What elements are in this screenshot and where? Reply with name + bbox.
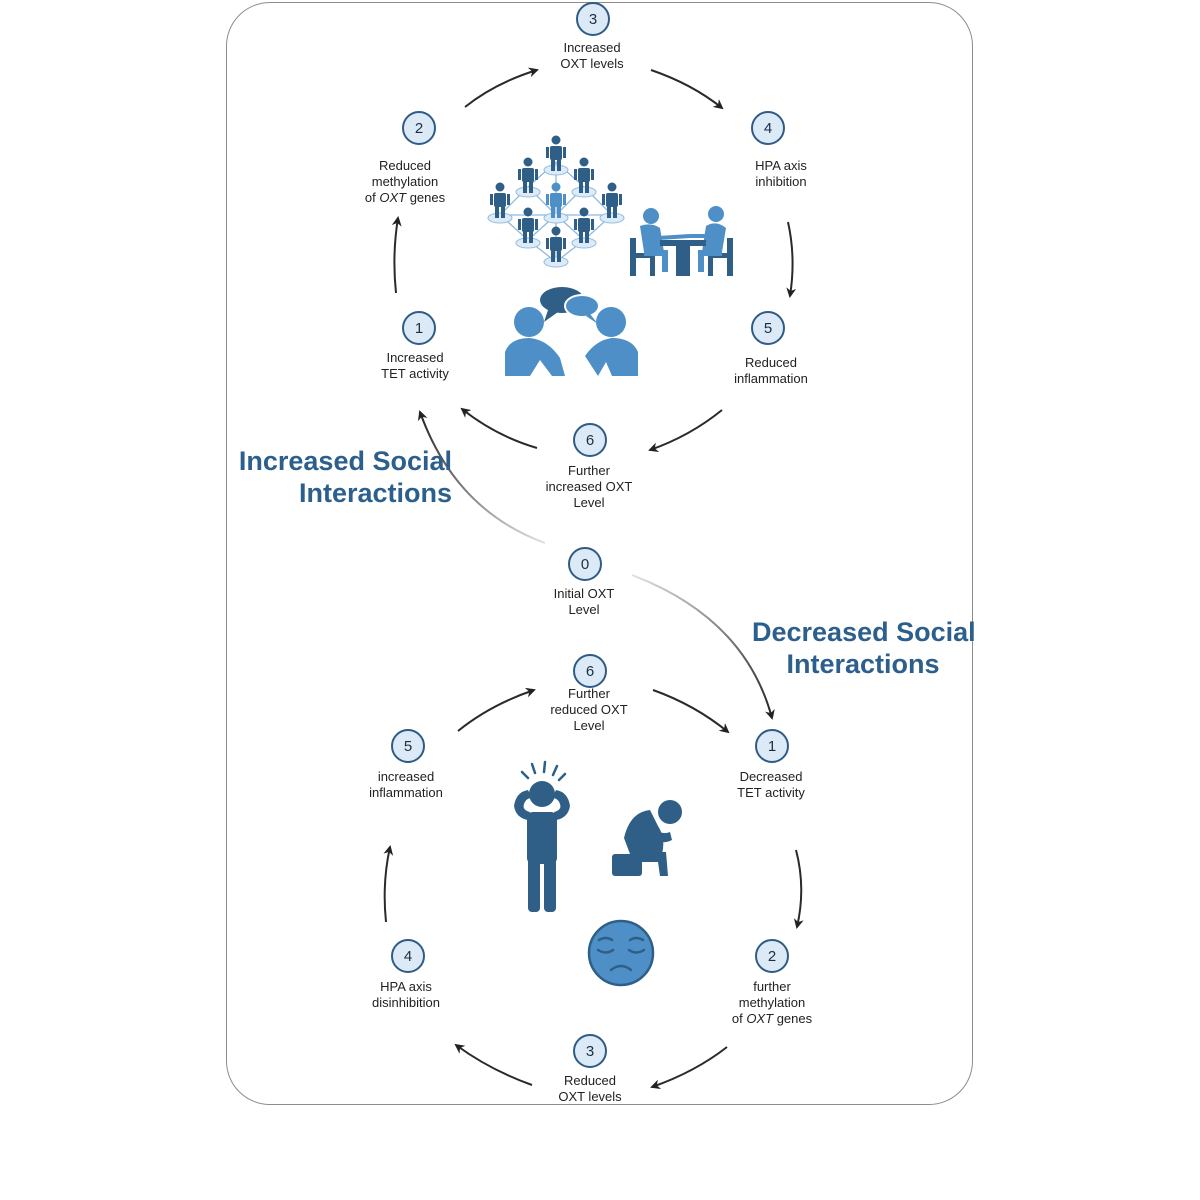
- upper-step-label-3: Increased OXT levels: [517, 40, 667, 72]
- lower-step-label-6: Further reduced OXT Level: [514, 686, 664, 734]
- label-line: inflammation: [369, 785, 443, 800]
- label-text: of: [731, 1011, 747, 1026]
- upper-step-badge-6: 6: [573, 423, 607, 457]
- arrow-u2-u3: [464, 67, 539, 108]
- label-line: Further: [568, 686, 610, 701]
- label-line: Increased: [563, 40, 621, 55]
- upper-cycle-arrows: [391, 67, 797, 453]
- gene-name: OXT: [379, 190, 407, 205]
- label-line: disinhibition: [372, 995, 440, 1010]
- lower-step-label-4: HPA axis disinhibition: [331, 979, 481, 1011]
- arrow-u1-u2: [391, 216, 402, 294]
- conversation-icon: [505, 287, 638, 376]
- label-line: Reduced: [378, 158, 432, 173]
- arrow-u3-u4: [650, 69, 724, 110]
- upper-step-badge-5: 5: [751, 311, 785, 345]
- arrow-initial-to-upper: [417, 410, 546, 544]
- label-line: HPA axis: [755, 158, 807, 173]
- title-line: Increased Social: [238, 446, 452, 476]
- upper-step-label-6: Further increased OXT Level: [514, 463, 664, 511]
- label-line: Decreased: [739, 769, 803, 784]
- decreased-social-interactions-title: Decreased Social Interactions: [752, 616, 976, 680]
- people-at-table-icon: [630, 206, 733, 276]
- label-line: TET activity: [381, 366, 449, 381]
- stressed-person-icon: [514, 760, 570, 912]
- label-line: of OXT genes: [330, 190, 480, 206]
- label-text: of: [364, 190, 380, 205]
- lower-step-badge-1: 1: [755, 729, 789, 763]
- title-line: Interactions: [786, 649, 940, 679]
- lower-step-label-1: Decreased TET activity: [696, 769, 846, 801]
- arrow-l6-l1: [652, 689, 730, 734]
- label-line: TET activity: [737, 785, 805, 800]
- label-line: inflammation: [734, 371, 808, 386]
- arrow-l5-l6: [457, 687, 536, 732]
- upper-step-label-5: Reduced inflammation: [696, 355, 846, 387]
- label-text: genes: [773, 1011, 813, 1026]
- gene-name: OXT: [746, 1011, 774, 1026]
- lower-step-badge-3: 3: [573, 1034, 607, 1068]
- label-line: Further: [568, 463, 610, 478]
- label-line: Level: [568, 602, 600, 617]
- label-line: Reduced: [744, 355, 798, 370]
- arrow-u5-u6: [648, 409, 723, 453]
- label-line: Level: [573, 495, 605, 510]
- social-network-icon: [487, 135, 625, 268]
- lower-step-label-3: Reduced OXT levels: [515, 1073, 665, 1105]
- lower-step-badge-2: 2: [755, 939, 789, 973]
- lower-step-badge-4: 4: [391, 939, 425, 973]
- label-line: Increased: [386, 350, 444, 365]
- upper-step-label-1: Increased TET activity: [340, 350, 490, 382]
- upper-step-badge-1: 1: [402, 311, 436, 345]
- diagram-frame: [226, 2, 973, 1105]
- depressed-person-icon: [612, 800, 682, 876]
- lower-step-label-5: increased inflammation: [331, 769, 481, 801]
- upper-step-badge-3: 3: [576, 2, 610, 36]
- upper-step-badge-2: 2: [402, 111, 436, 145]
- upper-step-label-2: Reduced methylation of OXT genes: [330, 158, 480, 206]
- upper-step-badge-4: 4: [751, 111, 785, 145]
- upper-step-label-4: HPA axis inhibition: [706, 158, 856, 190]
- arrow-initial-to-lower: [631, 574, 775, 720]
- label-line: Reduced: [563, 1073, 617, 1088]
- lower-cycle-arrows: [383, 687, 804, 1090]
- title-line: Interactions: [298, 478, 452, 508]
- label-line: further: [753, 979, 791, 994]
- increased-social-interactions-title: Increased Social Interactions: [226, 445, 452, 509]
- lower-step-badge-5: 5: [391, 729, 425, 763]
- arrow-u4-u5: [786, 221, 797, 298]
- step-badge-initial: 0: [568, 547, 602, 581]
- label-line: Level: [573, 718, 605, 733]
- arrow-l4-l5: [383, 845, 394, 923]
- label-text: genes: [406, 190, 446, 205]
- arrow-l2-l3: [650, 1046, 728, 1090]
- label-line: HPA axis: [380, 979, 432, 994]
- label-line: increased: [377, 769, 435, 784]
- arrow-l3-l4: [454, 1043, 533, 1086]
- arrow-l1-l2: [793, 849, 804, 929]
- label-line: of OXT genes: [697, 1011, 847, 1027]
- step-label-initial: Initial OXT Level: [509, 586, 659, 618]
- title-line: Decreased Social: [752, 617, 976, 647]
- label-line: increased OXT: [545, 479, 633, 494]
- lower-step-badge-6: 6: [573, 654, 607, 688]
- label-line: methylation: [371, 174, 439, 189]
- label-line: Initial OXT: [553, 586, 615, 601]
- sad-face-icon: [587, 919, 655, 987]
- label-line: OXT levels: [558, 1089, 622, 1104]
- arrow-u6-u1: [460, 407, 538, 449]
- label-line: methylation: [738, 995, 806, 1010]
- label-line: inhibition: [755, 174, 807, 189]
- label-line: OXT levels: [560, 56, 624, 71]
- label-line: reduced OXT: [550, 702, 628, 717]
- lower-step-label-2: further methylation of OXT genes: [697, 979, 847, 1027]
